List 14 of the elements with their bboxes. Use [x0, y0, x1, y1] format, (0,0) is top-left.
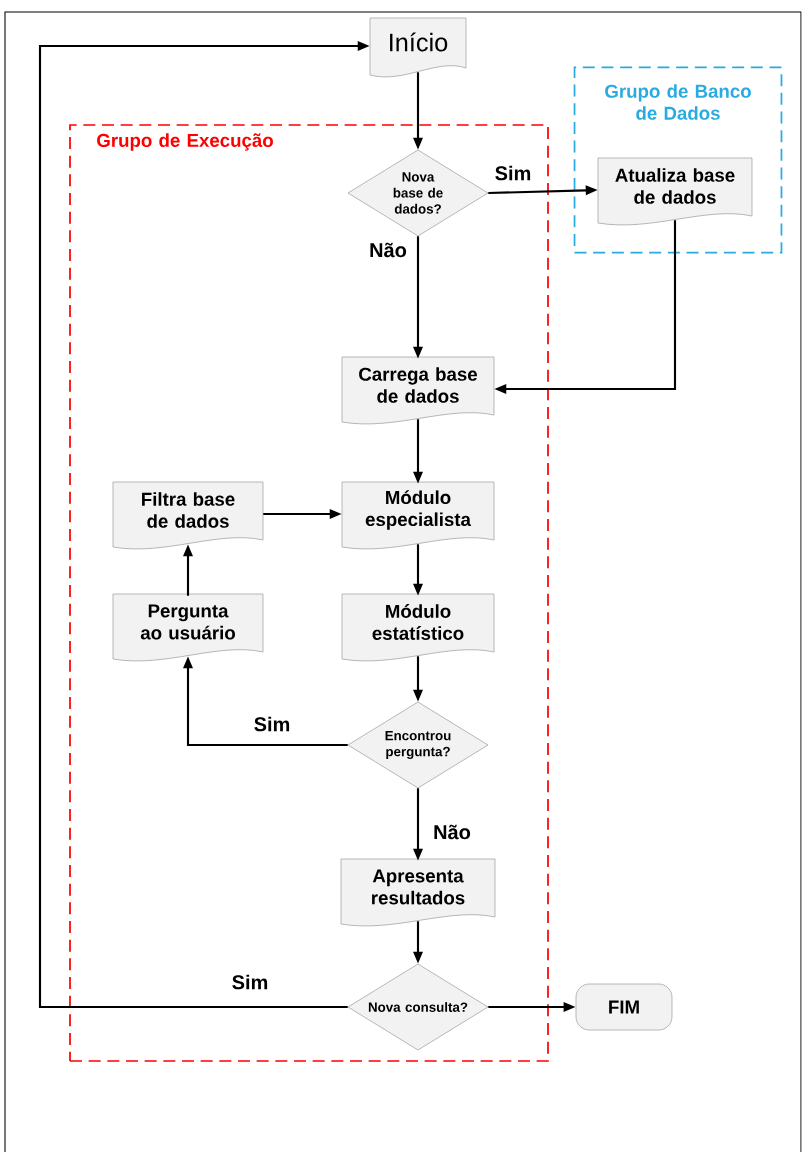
edge-label: Sim — [493, 164, 533, 182]
document-box: Carrega base de dados — [341, 356, 495, 425]
document-box: Atualiza base de dados — [597, 157, 753, 226]
document-box: Filtra base de dados — [112, 481, 264, 550]
document-box: Início — [369, 17, 467, 78]
edge-label: Sim — [230, 973, 270, 991]
document-box: Apresenta resultados — [340, 858, 496, 927]
edge-label: Não — [367, 241, 409, 259]
edge-label: Sim — [252, 715, 292, 733]
document-box: Pergunta ao usuário — [112, 593, 264, 662]
document-box: Módulo estatístico — [341, 593, 495, 662]
edge-label: Não — [431, 823, 473, 841]
terminal-box: FIM — [575, 983, 673, 1031]
document-box: Módulo especialista — [341, 481, 495, 550]
